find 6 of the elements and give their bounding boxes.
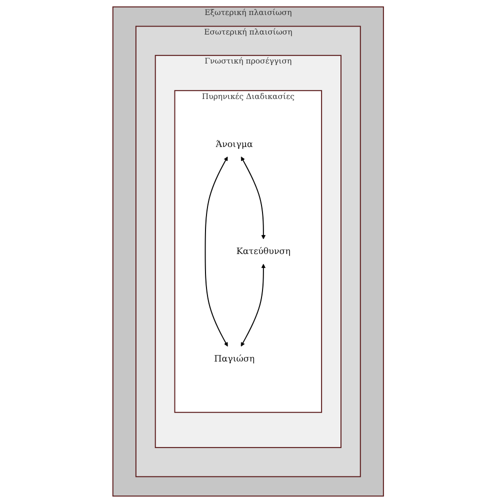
arrow	[240, 264, 266, 347]
arrow	[204, 156, 228, 347]
node-text: Κατεύθυνση	[236, 246, 290, 257]
node-text: Άνοιγμα	[216, 139, 253, 150]
arrow	[240, 156, 266, 240]
node-text: Παγιώση	[214, 354, 254, 364]
